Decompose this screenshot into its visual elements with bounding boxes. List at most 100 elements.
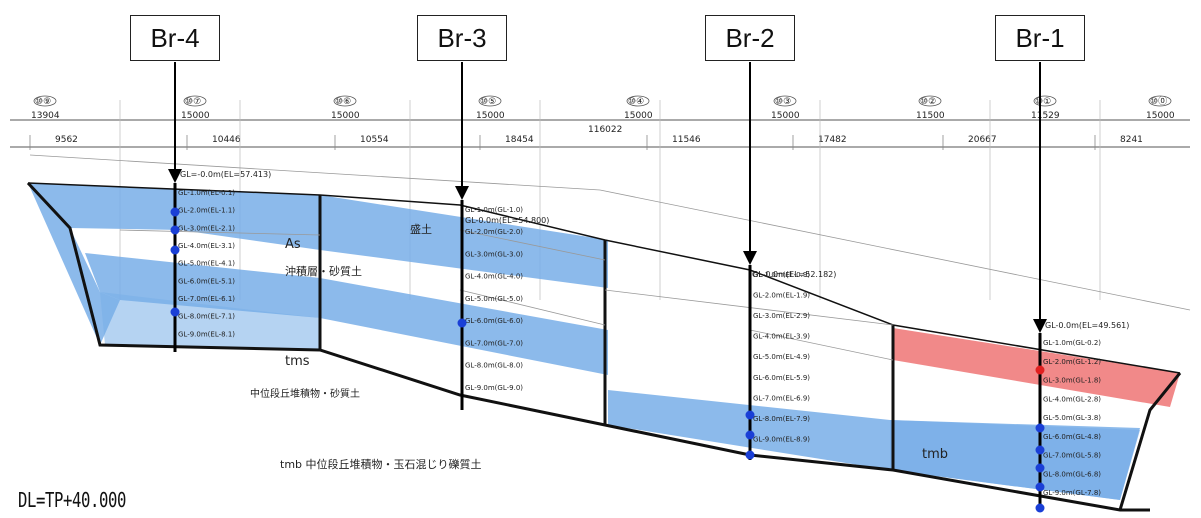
- depth-label: GL-7.0m(EL-6.1): [178, 295, 235, 303]
- label-tmb-right: tmb: [922, 447, 948, 462]
- label-as-right: As: [923, 374, 939, 389]
- borehole-label-br3: Br-3: [417, 15, 507, 61]
- bottom-span-label: 10446: [212, 135, 241, 145]
- blue-sample-dot: [1035, 423, 1045, 433]
- top-span-label: 15000: [331, 111, 360, 121]
- depth-label: GL-2.0m(GL-2.0): [465, 228, 523, 236]
- borehole-label-br4: Br-4: [130, 15, 220, 61]
- gl-label-br2: GL-0.0m(EL=52.182): [752, 270, 836, 279]
- bottom-span-label: 20667: [968, 135, 997, 145]
- bottom-span-label: 11546: [672, 135, 701, 145]
- station-circle: [918, 95, 942, 107]
- station-circle-label: ⑩⑤: [480, 97, 496, 107]
- depth-label: GL-4.0m(EL-3.9): [753, 333, 810, 341]
- station-circle: [33, 95, 57, 107]
- station-circle: [1033, 95, 1057, 107]
- station-circle: [1148, 95, 1172, 107]
- station-circle: [333, 95, 357, 107]
- station-circle-label: ⑩①: [1035, 97, 1051, 107]
- depth-label: GL-6.0m(EL-5.1): [178, 277, 235, 285]
- section-bottom: [26, 181, 1150, 512]
- guide-line: [459, 289, 606, 326]
- station-circle-label: ⑩③: [775, 97, 791, 107]
- label-tms-desc: 中位段丘堆積物・砂質土: [250, 387, 360, 400]
- depth-label: GL-9.0m(GL-9.0): [465, 384, 523, 392]
- blue-wedge-left: [28, 183, 120, 345]
- depth-label: GL-1.0m(EL-0.1): [178, 189, 235, 197]
- depth-label: GL-7.0m(EL-6.9): [753, 394, 810, 402]
- top-span-label: 15000: [476, 111, 505, 121]
- bottom-span-label: 10554: [360, 135, 389, 145]
- bottom-span-label: 9562: [55, 135, 78, 145]
- label-tmb-desc: tmb 中位段丘堆積物・玉石混じり礫質土: [280, 457, 482, 471]
- blue-band-right-edge: [890, 420, 1140, 500]
- guide-line: [599, 189, 1191, 311]
- station-circle-label: ⑩⑦: [185, 97, 201, 107]
- station-circle: [478, 95, 502, 107]
- red-sample-dot: [1035, 365, 1045, 375]
- depth-label: GL-7.0m(GL-5.8): [1043, 452, 1101, 460]
- depth-label: GL-1.0m(EL-0.9): [753, 271, 810, 279]
- gl-label-br1: GL-0.0m(EL=49.561): [1045, 321, 1129, 330]
- depth-label: GL-3.0m(GL-3.0): [465, 250, 523, 258]
- top-span-label: 15000: [1146, 111, 1175, 121]
- borehole-br1: GL-1.0m(GL-0.2) GL-2.0m(GL-1.2) GL-3.0m(GL…: [1033, 62, 1101, 513]
- top-span-label: 11500: [916, 111, 945, 121]
- blue-sample-dot: [170, 245, 180, 255]
- blue-sample-dot: [1035, 503, 1045, 513]
- borehole-br4: GL-1.0m(EL-0.1)GL-2.0m(EL-1.1)GL-3.0m(EL…: [168, 62, 235, 352]
- gl-label-br3: GL-0.0m(EL=54.800): [465, 216, 549, 225]
- depth-label: GL-4.0m(EL-3.1): [178, 242, 235, 250]
- bottom-span-label: 18454: [505, 135, 534, 145]
- blue-sample-dot: [170, 207, 180, 217]
- guide-line: [119, 229, 321, 236]
- blue-sample-dot: [745, 430, 755, 440]
- depth-label: GL-4.0m(GL-2.8): [1043, 395, 1101, 403]
- top-span-label: 11529: [1031, 111, 1060, 121]
- station-circle-label: ⑩⑥: [335, 97, 351, 107]
- depth-label: GL-3.0m(GL-1.8): [1043, 377, 1101, 385]
- station-circle-label: ⑩⓪: [1150, 96, 1167, 107]
- station-circle-label: ⑩⑨: [35, 97, 51, 107]
- label-tms: tms: [285, 354, 310, 369]
- borehole-arrow: [168, 169, 182, 183]
- borehole-label-br1: Br-1: [995, 15, 1085, 61]
- station-circle-label: ⑩④: [628, 97, 644, 107]
- label-alluvial: 沖積層・砂質土: [285, 264, 362, 278]
- total-span-label: 116022: [588, 125, 622, 135]
- blue-sample-dot: [1035, 482, 1045, 492]
- borehole-br2: GL-1.0m(EL-0.9)GL-2.0m(EL-1.9)GL-3.0m(EL…: [743, 62, 810, 460]
- blue-sample-dot: [745, 450, 755, 460]
- blue-band-lower-left: [85, 253, 608, 375]
- station-circle: [183, 95, 207, 107]
- depth-label: GL-6.0m(GL-6.0): [465, 317, 523, 325]
- gl-label-br4: GL=-0.0m(EL=57.413): [180, 170, 271, 179]
- borehole-arrow: [1033, 319, 1047, 333]
- datum-label: DL=TP+40.000: [18, 488, 127, 512]
- guide-line: [459, 229, 606, 261]
- top-span-label: 15000: [181, 111, 210, 121]
- depth-label: GL-4.0m(GL-4.0): [465, 273, 523, 281]
- borehole-arrow: [743, 251, 757, 265]
- depth-label: GL-8.0m(EL-7.1): [178, 313, 235, 321]
- blue-sample-dot: [1035, 463, 1045, 473]
- depth-label: GL-9.0m(EL-8.1): [178, 330, 235, 338]
- blue-sample-dot: [745, 410, 755, 420]
- section-right-edge: [1118, 372, 1182, 511]
- depth-label: GL-3.0m(EL-2.1): [178, 224, 235, 232]
- station-circle: [773, 95, 797, 107]
- depth-label: GL-1.0m(GL-1.0): [465, 206, 523, 214]
- depth-label: GL-1.0m(GL-0.2): [1043, 339, 1101, 347]
- label-as-left: As: [285, 237, 301, 252]
- borehole-arrow: [455, 186, 469, 200]
- depth-label: GL-8.0m(GL-8.0): [465, 362, 523, 370]
- guide-line: [749, 329, 894, 361]
- depth-label: GL-5.0m(EL-4.9): [753, 353, 810, 361]
- top-span-label: 13904: [31, 111, 60, 121]
- bottom-span-label: 17482: [818, 135, 847, 145]
- depth-label: GL-5.0m(EL-4.1): [178, 260, 235, 268]
- depth-label: GL-9.0m(EL-8.9): [753, 435, 810, 443]
- depth-label: GL-2.0m(GL-1.2): [1043, 358, 1101, 366]
